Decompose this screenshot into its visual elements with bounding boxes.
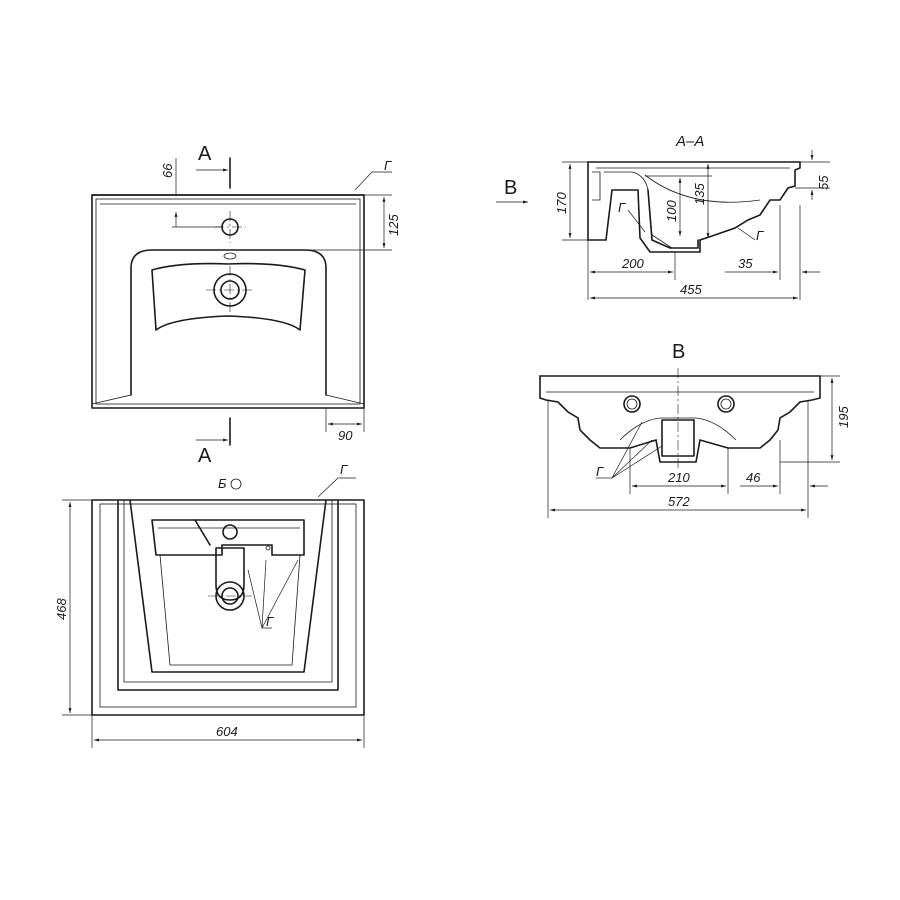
glaze-bottom-view-label: Г: [266, 614, 274, 629]
glaze-section-right-label: Г: [756, 228, 764, 243]
underside-view: [62, 477, 365, 748]
dim-front-overhang: 35: [738, 256, 753, 271]
glaze-top-label: Г: [384, 158, 392, 173]
top-view: [91, 157, 392, 446]
dim-depth-overall: 468: [54, 598, 69, 620]
dim-width-overall: 604: [216, 724, 238, 739]
underside-outline: [91, 499, 365, 716]
dim-view-b-side: 46: [746, 470, 761, 485]
glaze-underside-label: Г: [340, 462, 348, 477]
dim-section-height: 170: [554, 192, 569, 214]
dim-bowl-depth: 100: [664, 200, 679, 222]
section-a-top-label: A: [198, 143, 212, 165]
dim-tap-hole-depth: 125: [386, 214, 401, 236]
glaze-view-b-label: Г: [596, 464, 604, 479]
section-a-bottom-label: A: [198, 445, 212, 467]
dim-rim-height: 55: [816, 175, 831, 190]
view-b-arrow-label: B: [504, 177, 517, 199]
dim-bowl-depth-total: 135: [692, 183, 707, 205]
dim-section-width: 455: [680, 282, 702, 297]
dim-top-offset: 66: [160, 163, 175, 178]
section-profile: [587, 161, 801, 253]
dim-drain-offset: 200: [621, 256, 644, 271]
glaze-section-left-label: Г: [618, 200, 626, 215]
dim-side-rim: 90: [338, 428, 353, 443]
section-title: A–A: [675, 133, 704, 150]
view-b-profile: [539, 375, 821, 463]
view-b-symbol-label: Б: [218, 476, 227, 491]
view-b-title: B: [672, 341, 685, 363]
dim-view-b-height: 195: [836, 406, 851, 428]
view-b: [539, 368, 840, 518]
section-a-a: [496, 150, 830, 300]
dim-view-b-drain-span: 210: [667, 470, 690, 485]
top-view-bowl: [130, 249, 327, 396]
dim-view-b-width: 572: [668, 494, 690, 509]
